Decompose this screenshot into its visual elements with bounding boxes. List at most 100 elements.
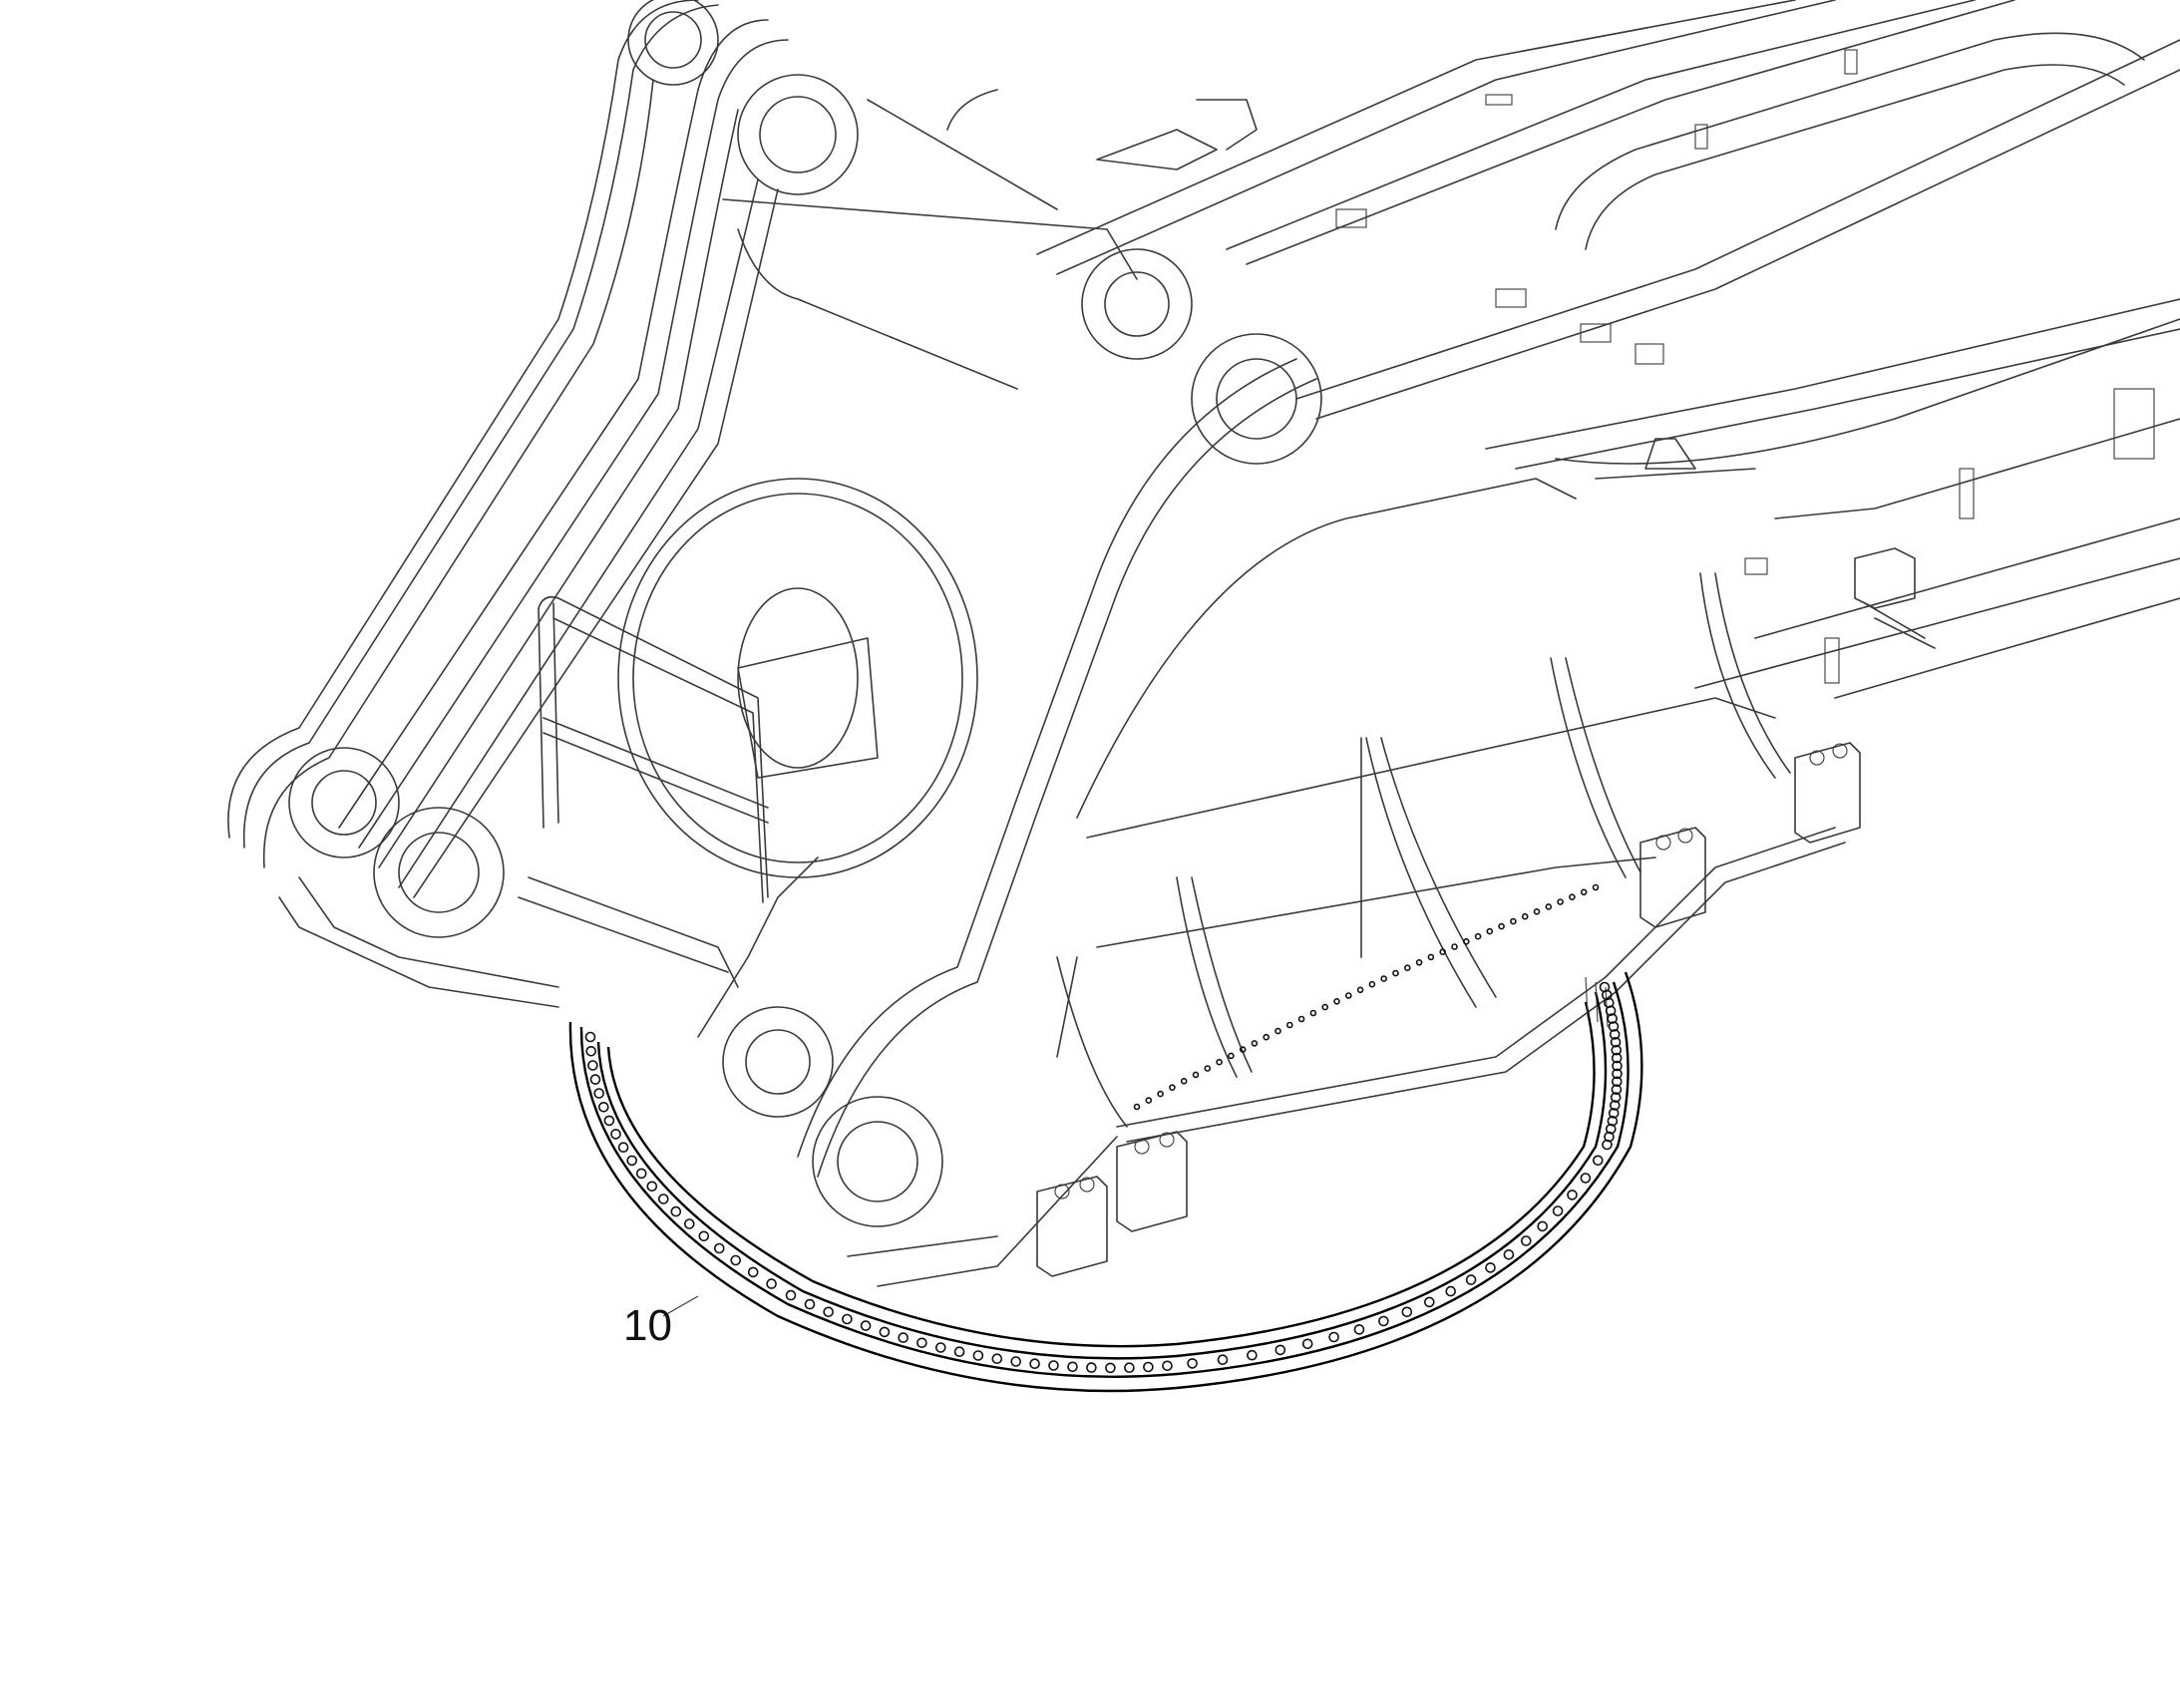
bolt-hole: [1424, 1296, 1435, 1308]
bolt-hole: [1608, 1108, 1620, 1119]
carrier-hole: [1345, 992, 1352, 999]
bolt-hole: [1610, 1092, 1622, 1103]
carrier-hole: [1510, 917, 1517, 925]
pin-bosses: [288, 0, 1322, 1227]
bolt-hole: [597, 1102, 609, 1113]
carrier-hole: [1486, 927, 1494, 935]
bolt-hole: [1143, 1361, 1154, 1373]
bolt-hole: [626, 1155, 638, 1167]
carrier-hole: [1521, 912, 1529, 920]
bolt-hole: [1247, 1349, 1258, 1361]
carrier-hole: [1474, 932, 1482, 940]
carrier-hole: [1439, 948, 1446, 956]
bolt-hole: [646, 1181, 658, 1193]
bolt-hole: [916, 1337, 927, 1349]
bolt-hole: [1612, 1068, 1623, 1080]
bolt-hole: [587, 1060, 598, 1071]
bolt-hole: [1593, 1155, 1604, 1167]
bolt-hole: [585, 1046, 597, 1057]
bolt-hole: [584, 1031, 596, 1043]
bolt-hole: [747, 1266, 759, 1278]
bolt-hole: [1217, 1354, 1229, 1365]
bolt-hole: [589, 1074, 601, 1085]
carrier-hole: [1216, 1058, 1223, 1066]
bolt-hole: [1010, 1356, 1022, 1367]
bolt-hole: [1124, 1362, 1135, 1373]
bolt-hole: [1607, 1013, 1618, 1024]
bolt-hole: [934, 1342, 946, 1353]
left-frame-plates: [227, 0, 789, 1008]
bolt-hole: [1580, 1173, 1592, 1184]
bolt-hole: [823, 1306, 835, 1318]
bolt-hole: [1328, 1331, 1339, 1343]
carrier-hole: [1309, 1009, 1317, 1017]
bolt-hole: [1086, 1362, 1097, 1373]
mounting-blocks: [1036, 742, 1861, 1277]
bolt-hole: [1604, 1131, 1615, 1143]
bolt-hole: [1612, 1060, 1623, 1072]
bolt-hole: [603, 1115, 615, 1127]
bolt-hole: [1105, 1362, 1116, 1374]
bolt-hole: [785, 1289, 797, 1301]
bolt-hole: [1378, 1315, 1389, 1327]
carrier-hole: [1169, 1084, 1176, 1091]
bolt-hole: [1521, 1235, 1532, 1246]
bolt-hole: [766, 1278, 777, 1289]
bolt-hole: [593, 1088, 605, 1099]
carrier-hole: [1180, 1078, 1188, 1085]
carrier-hole: [1392, 969, 1399, 977]
bolt-hole: [1607, 1116, 1619, 1127]
bolt-hole: [991, 1353, 1003, 1364]
carrier-hole: [1192, 1071, 1200, 1079]
bolt-hole: [1608, 1021, 1620, 1032]
carrier-hole: [1145, 1097, 1153, 1104]
bolt-hole: [1610, 1037, 1622, 1048]
bolt-hole: [953, 1346, 965, 1357]
carrier-hole: [1569, 893, 1576, 901]
central-housing: [617, 89, 1138, 1038]
carrier-hole: [1204, 1065, 1212, 1072]
bolt-hole: [730, 1254, 742, 1266]
bolt-hole: [1029, 1358, 1040, 1369]
carrier-bolt-holes: [1133, 883, 1600, 1111]
carrier-hole: [1580, 888, 1588, 896]
carrier-hole: [1451, 943, 1458, 950]
carrier-hole: [1557, 898, 1564, 905]
bolt-hole: [1611, 1084, 1623, 1095]
carrier-hole: [1263, 1033, 1270, 1041]
bolt-hole: [1445, 1285, 1456, 1297]
carrier-hole: [1239, 1046, 1247, 1053]
carrier-frame: [797, 358, 1846, 1287]
bolt-hole: [1301, 1338, 1313, 1350]
carrier-hole: [1321, 1003, 1328, 1011]
bolt-hole: [1552, 1205, 1564, 1216]
bolt-hole: [972, 1350, 984, 1361]
bolt-hole: [1612, 1076, 1623, 1088]
carrier-hole: [1333, 997, 1340, 1005]
bolt-hole: [713, 1242, 725, 1254]
bolt-hole: [1485, 1262, 1496, 1273]
bolt-hole: [1353, 1324, 1365, 1335]
bolt-hole: [657, 1194, 669, 1204]
bolt-hole: [1605, 1005, 1617, 1017]
carrier-hole: [1415, 958, 1423, 966]
carrier-hole: [1356, 986, 1364, 994]
bolt-hole: [1187, 1358, 1198, 1369]
carrier-hole: [1286, 1021, 1293, 1029]
bolt-hole: [1610, 1100, 1621, 1111]
carrier-hole: [1427, 953, 1435, 961]
carrier-hole: [1404, 964, 1411, 972]
bolt-hole: [1537, 1220, 1548, 1232]
callout-leader: [662, 1295, 699, 1317]
bolt-hole: [860, 1320, 872, 1331]
bolt-hole: [670, 1205, 682, 1217]
carrier-hole: [1274, 1027, 1281, 1035]
carrier-hole: [1533, 907, 1541, 915]
part-callout-label: 10: [623, 1301, 672, 1350]
bolt-hole: [683, 1218, 695, 1229]
bolt-hole: [1048, 1360, 1059, 1371]
ring-bolt-holes: [584, 981, 1623, 1374]
carrier-hole: [1368, 980, 1376, 988]
carrier-hole: [1251, 1040, 1259, 1047]
